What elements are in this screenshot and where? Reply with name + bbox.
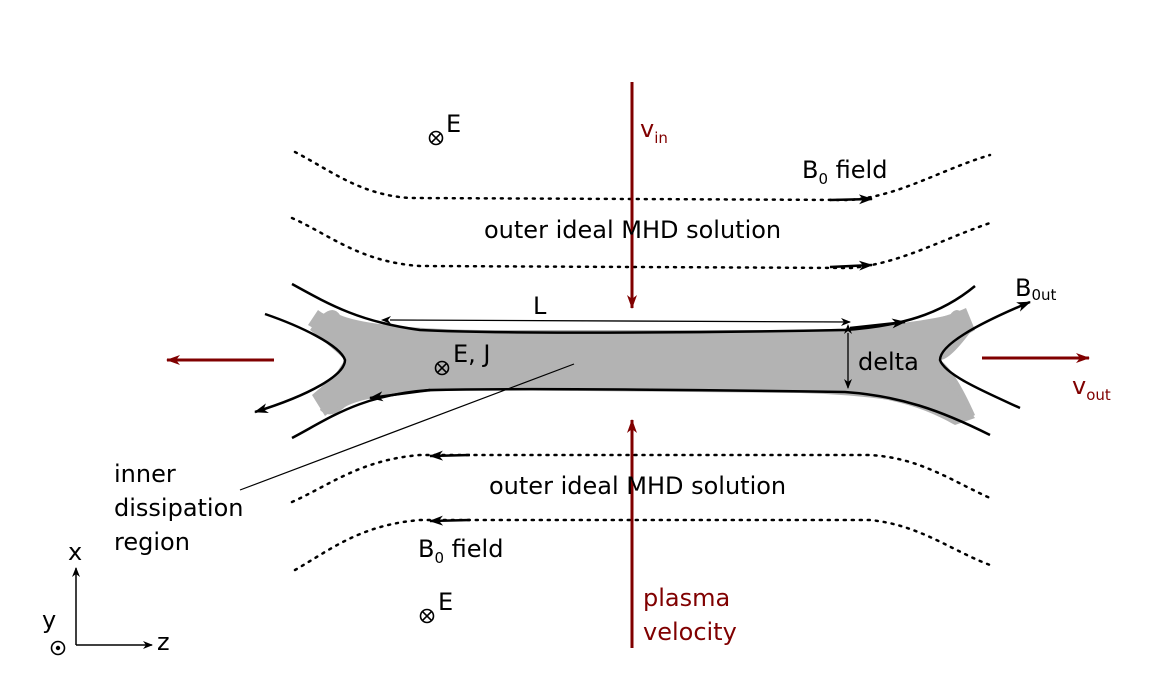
inner-label-line2: dissipation (114, 494, 244, 522)
axis-z-label: z (157, 628, 170, 656)
otimes-icon (419, 608, 435, 624)
b0-field-label-top: B0 field (802, 156, 887, 188)
inner-label-line3: region (114, 528, 190, 556)
e-label-bottom: E (438, 588, 453, 616)
leader-line (239, 363, 575, 491)
otimes-icon (434, 360, 450, 376)
plasma-velocity-line2: velocity (643, 618, 737, 646)
outer-ideal-label-top: outer ideal MHD solution (484, 216, 781, 244)
dotted-field-line-3 (290, 453, 992, 504)
dotted-arrow-2 (829, 260, 873, 271)
axis-x-label: x (68, 538, 82, 566)
length-label: L (533, 292, 547, 320)
dotted-arrow-1 (829, 194, 873, 205)
field-line-left-outflow (254, 312, 347, 414)
field-line-lower-solid (291, 387, 991, 440)
field-arrow-lower-left (369, 388, 431, 402)
field-line-right-outflow (938, 300, 1031, 410)
inner-label-line1: inner (114, 460, 176, 488)
field-arrow-upper-right (849, 318, 906, 330)
dotted-field-line-1 (293, 150, 992, 202)
otimes-icon (428, 130, 444, 146)
plasma-velocity-line1: plasma (643, 584, 730, 612)
length-dimension-arrow (381, 316, 851, 326)
e-label-top: E (446, 110, 461, 138)
dissipation-core (308, 308, 975, 425)
v-in-label: vin (640, 115, 668, 147)
e-j-label: E, J (453, 340, 491, 368)
dotted-field-line-4 (293, 518, 992, 572)
dotted-arrow-4 (429, 515, 471, 526)
delta-label: delta (858, 348, 919, 376)
axis-y-label: y (42, 606, 56, 634)
b0-field-label-bottom: B0 field (418, 535, 503, 567)
dotted-field-line-2 (290, 216, 992, 270)
dotted-arrow-3 (429, 450, 471, 461)
outer-ideal-label-bottom: outer ideal MHD solution (489, 472, 786, 500)
b0out-label: B0ut (1015, 274, 1057, 304)
odot-icon (50, 640, 66, 656)
v-out-label: vout (1072, 372, 1111, 404)
